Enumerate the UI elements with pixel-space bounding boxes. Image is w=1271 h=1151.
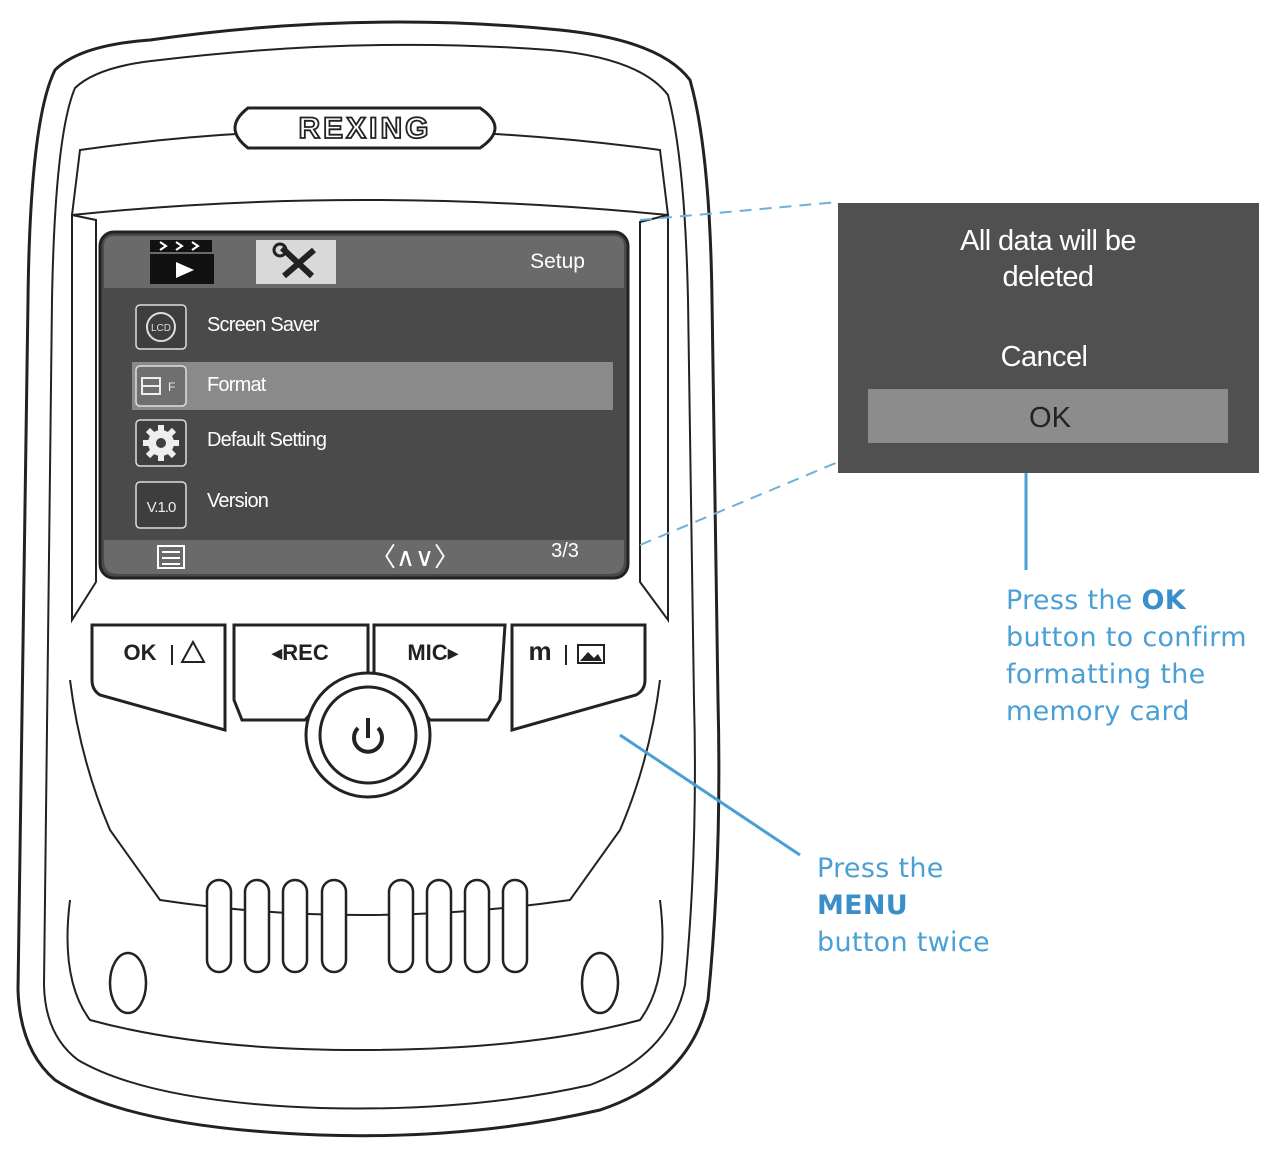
ok-button[interactable]: OK [90, 623, 227, 732]
menu-button-label: m [528, 636, 551, 666]
menu-item-label: Screen Saver [207, 314, 320, 336]
lcd-icon: LCD [151, 323, 171, 334]
dialog-ok-highlight[interactable] [868, 389, 1228, 443]
ok-callout-line-4: memory card [1006, 696, 1190, 727]
ok-callout-line-3: formatting the [1006, 659, 1206, 690]
menu-callout-line-1: Press the [817, 853, 944, 884]
menu-callout-line-3: button twice [817, 927, 990, 958]
lower-panel-outline [69, 679, 661, 916]
menu-callout-line-2: MENU [817, 890, 909, 921]
page-indicator: 3/3 [551, 540, 579, 562]
menu-button[interactable]: m [510, 623, 647, 732]
camera-inner-outline [42, 43, 696, 1110]
format-icon: F [141, 377, 175, 395]
power-button[interactable] [304, 671, 432, 799]
menu-item-label: Version [207, 490, 268, 512]
rec-button-label: ◂REC [271, 640, 329, 665]
power-icon [352, 718, 384, 754]
settings-tab-icon[interactable] [256, 240, 336, 284]
ok-callout-line-1: Press the OK [1006, 585, 1187, 616]
dialog-message-line-1: All data will be [960, 225, 1136, 257]
warning-icon [180, 639, 206, 663]
video-tab-icon[interactable] [150, 240, 214, 284]
menu-list-icon[interactable] [157, 545, 185, 569]
foot-outline [66, 899, 664, 1052]
camera-body-outline [16, 20, 721, 1138]
brand-logo: REXING [298, 112, 431, 145]
ok-callout-text: Press the OK button to confirm formattin… [1006, 582, 1268, 730]
menu-item-screen-saver[interactable]: LCD Screen Saver [135, 304, 321, 350]
screen-header-title: Setup [530, 250, 585, 273]
dialog-ok-option[interactable]: OK [1029, 402, 1072, 434]
ok-callout-line-2: button to confirm [1006, 622, 1247, 653]
svg-text:F: F [168, 380, 175, 394]
menu-item-label: Format [207, 374, 267, 396]
menu-callout-line [619, 733, 801, 857]
dialog-cancel-option[interactable]: Cancel [1001, 341, 1088, 373]
menu-item-default-setting[interactable]: Default Setting [135, 419, 327, 467]
menu-callout-text: Press the MENU button twice [817, 850, 1067, 961]
rec-button[interactable]: ◂REC [232, 623, 370, 722]
mount-holes [108, 951, 620, 1015]
brand-plate: REXING [233, 106, 497, 150]
photo-icon [577, 644, 605, 664]
speaker-grille [205, 878, 529, 974]
dialog-message-line-2: deleted [1003, 261, 1094, 293]
ok-button-label: OK [124, 640, 157, 665]
mic-button-label: MIC▸ [407, 640, 458, 665]
gear-icon [143, 425, 179, 461]
zoom-connector-lines [639, 201, 839, 546]
menu-item-label: Default Setting [207, 429, 326, 451]
menu-item-version[interactable]: V.1.0 Version [135, 481, 269, 529]
lcd-screen: Setup LCD Screen Saver F Format [98, 230, 630, 580]
menu-item-format[interactable]: F Format [132, 362, 613, 410]
version-icon: V.1.0 [147, 499, 176, 516]
footer-nav-arrows[interactable]: 〈∧∨〉 [370, 542, 460, 572]
format-confirm-dialog: All data will be deleted Cancel OK [838, 203, 1259, 473]
